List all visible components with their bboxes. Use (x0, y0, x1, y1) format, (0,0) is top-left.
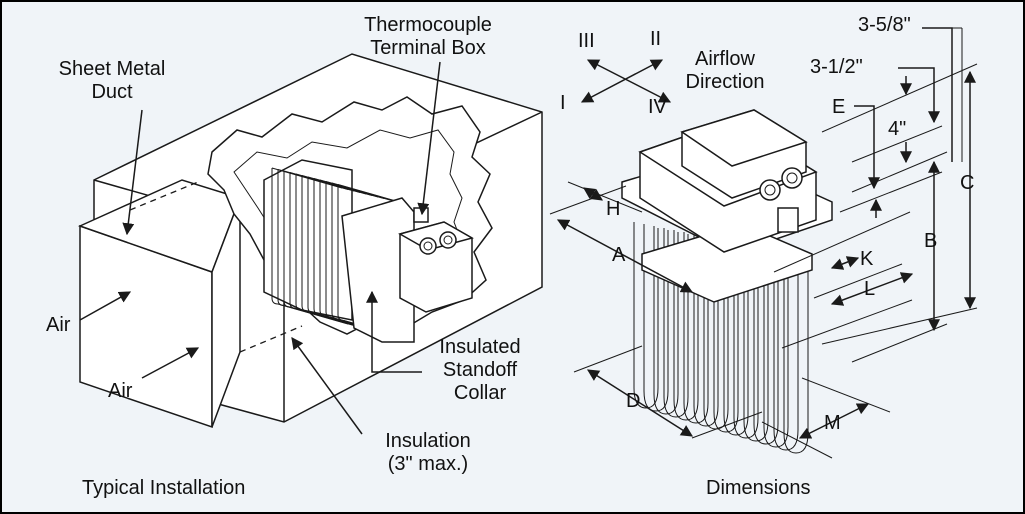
extension-line (851, 151, 948, 193)
terminal-knockout-inner (423, 241, 433, 251)
terminal-label-line2: Terminal Box (370, 37, 486, 59)
airflow-label: Airflow Direction (670, 48, 780, 94)
dimensions-caption: Dimensions (706, 477, 811, 499)
measure-3-1-2: 3-1/2" (810, 56, 863, 78)
letter-a: A (612, 244, 626, 266)
heating-element-loop (723, 240, 749, 436)
terminal-box-top (398, 221, 474, 251)
extension-line (691, 411, 763, 439)
collar-label-line2: Standoff (442, 359, 518, 381)
letter-e: E (832, 96, 846, 118)
letter-b: B (924, 230, 938, 252)
duct-label-line1: Sheet Metal (58, 58, 166, 80)
conduit-knockout-inner (786, 172, 798, 184)
heater-element-group (271, 167, 415, 341)
dimension-lines (549, 27, 978, 459)
measure-4: 4" (888, 118, 907, 140)
extension-line (813, 263, 903, 299)
thermocouple-fitting (777, 207, 799, 233)
heating-element-loop (743, 244, 769, 442)
air-label-lower: Air (108, 380, 133, 402)
insulation-label-line1: Insulation (385, 430, 471, 452)
letter-k: K (860, 248, 874, 270)
duct-leader (122, 109, 143, 236)
terminal-knockout (439, 231, 457, 249)
extension-line (773, 211, 911, 273)
extension-line (851, 125, 943, 163)
terminal-label-line1: Thermocouple (364, 14, 492, 36)
conduit-knockout (759, 179, 781, 201)
extension-line (821, 63, 978, 133)
letter-h: H (606, 198, 621, 220)
conduit-knockout (781, 167, 803, 189)
dimension-a (556, 219, 694, 293)
heater-coil-left (263, 159, 474, 343)
direction-ii: II (650, 28, 662, 50)
duct-label-line2: Duct (91, 81, 133, 103)
airflow-indicator (580, 59, 672, 103)
heater-dimension-drawing (621, 109, 833, 454)
hidden-line (129, 181, 199, 211)
air-arrow-lower (141, 347, 200, 379)
extension-line (821, 307, 978, 345)
extension-line (567, 181, 643, 213)
terminal-leader (417, 61, 441, 216)
direction-iv: IV (648, 96, 667, 118)
dimension-l (830, 272, 914, 306)
direction-i: I (560, 92, 566, 114)
installation-caption: Typical Installation (82, 477, 246, 499)
dimension-h (583, 187, 603, 201)
extension-line (761, 421, 833, 459)
conduit-knockout-inner (764, 184, 776, 196)
heating-element-loop (713, 238, 739, 433)
terminal-knockout (419, 237, 437, 255)
dim-3-5-8-leader (922, 27, 953, 162)
extension-line (839, 171, 943, 213)
airflow-label-line2: Direction (685, 71, 765, 93)
terminal-lid-top (680, 109, 808, 167)
measure-3-5-8: 3-5/8" (858, 14, 911, 36)
heating-element-loop (783, 252, 809, 454)
air-arrow-upper (79, 291, 132, 321)
collar-leader (366, 290, 422, 373)
terminal-knockout-inner (443, 235, 453, 245)
thermocouple-connector (413, 207, 429, 223)
letter-d: D (626, 390, 641, 412)
heating-element-loop (763, 248, 789, 448)
hidden-line (239, 325, 303, 353)
dim-3-1-2-leader (898, 67, 940, 124)
direction-iii: III (578, 30, 595, 52)
air-label-upper: Air (46, 314, 71, 336)
extension-line (801, 377, 891, 413)
insulation-label-line2: (3" max.) (387, 453, 469, 475)
terminal-box-label: Thermocouple Terminal Box (338, 14, 518, 60)
heating-element-loop (773, 250, 799, 451)
extension-line (781, 299, 913, 349)
insulation-leader (291, 337, 363, 435)
extension-line (573, 345, 643, 373)
letter-m: M (824, 412, 841, 434)
heating-element-loop (753, 246, 779, 445)
collar-label-line3: Collar (453, 382, 507, 404)
collar-label-line1: Insulated (439, 336, 521, 358)
letter-c: C (960, 172, 975, 194)
duct-label: Sheet Metal Duct (52, 58, 172, 104)
heating-element-loop (693, 234, 719, 427)
dimension-d (586, 369, 694, 437)
dimension-k (830, 256, 860, 270)
extension-line (851, 323, 948, 363)
airflow-label-line1: Airflow (694, 48, 755, 70)
standoff-collar (341, 197, 415, 343)
airflow-axis-iii-iv (586, 59, 672, 103)
insulation-label: Insulation (3" max.) (358, 430, 498, 476)
dimension-e-leader (854, 105, 880, 190)
letter-l: L (864, 278, 876, 300)
dimension-m (798, 403, 870, 439)
installation-leaders (79, 61, 441, 435)
heating-element-loop (733, 242, 759, 439)
collar-label: Insulated Standoff Collar (420, 336, 540, 405)
